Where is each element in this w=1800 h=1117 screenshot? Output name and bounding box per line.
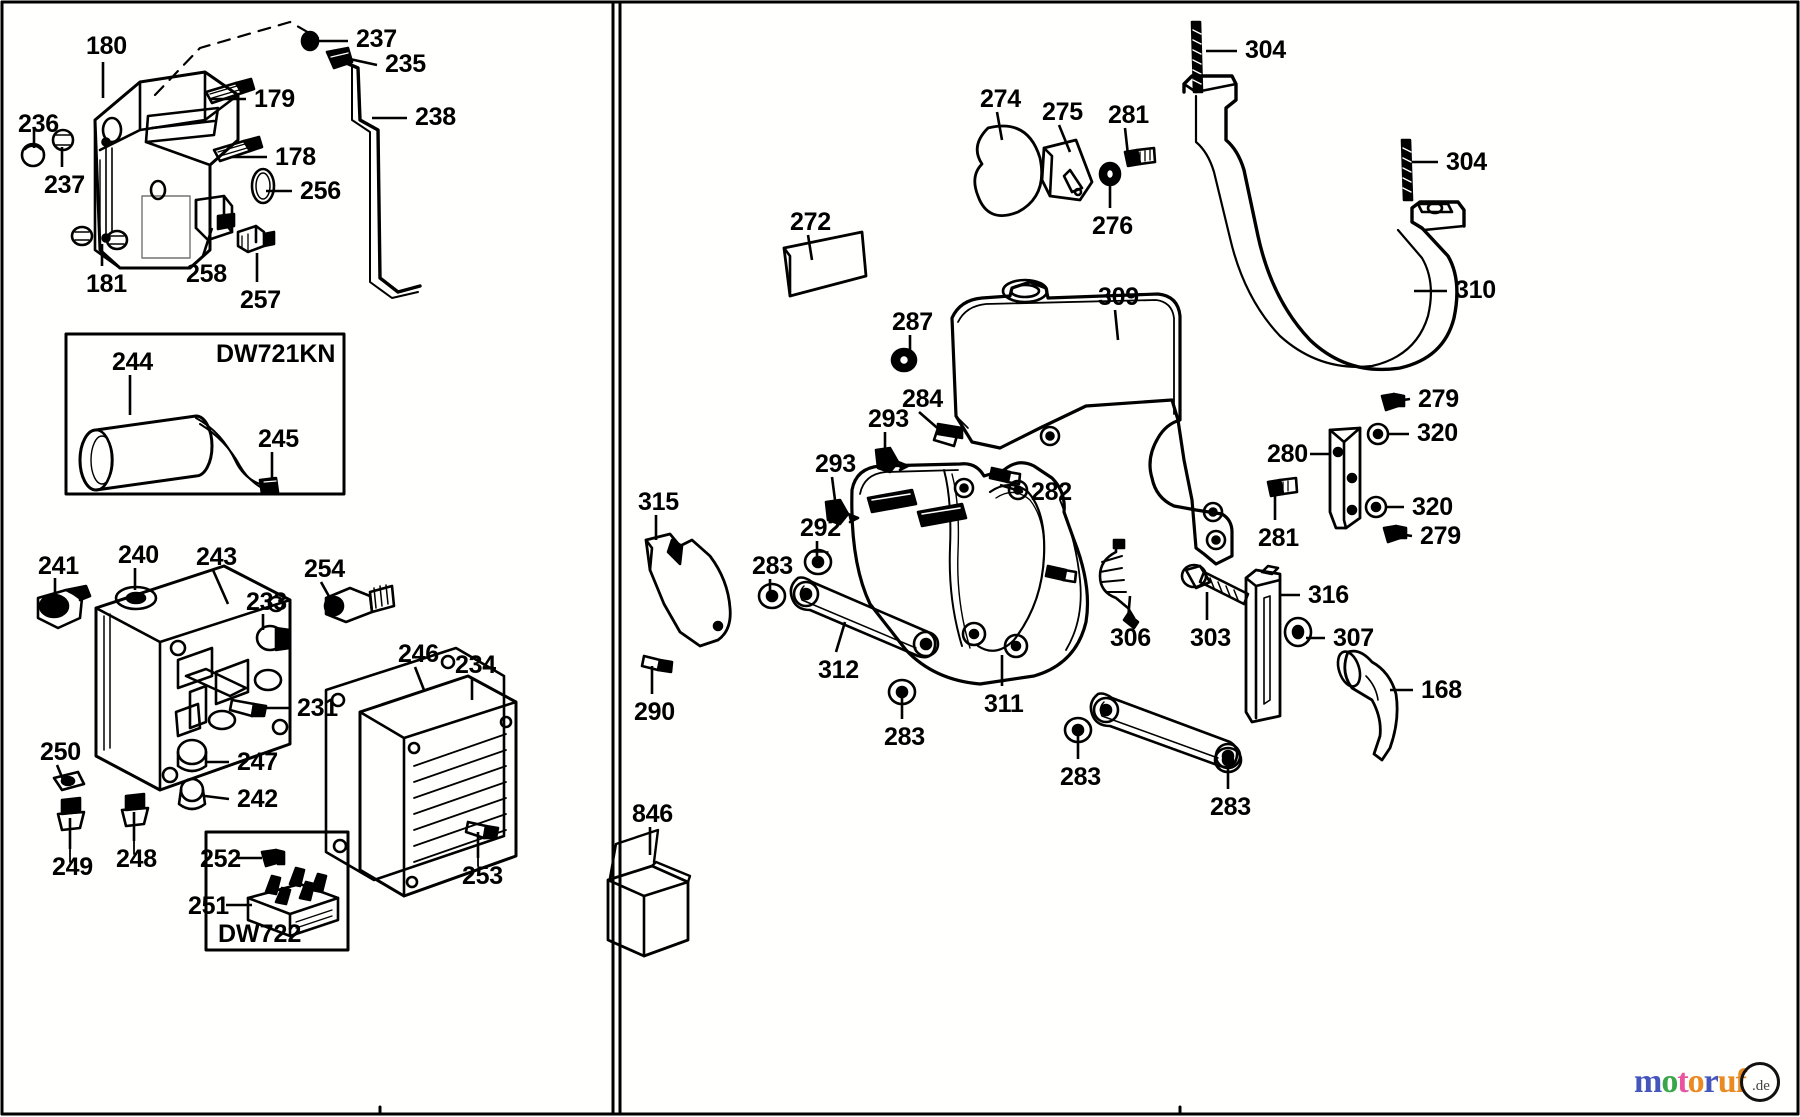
inset-title-dw722: DW722 <box>218 920 302 948</box>
callout-leader-279 <box>1389 397 1411 404</box>
part-number-304: 304 <box>1245 36 1286 64</box>
part-number-181: 181 <box>86 270 127 298</box>
part-number-246: 246 <box>398 640 439 668</box>
part-number-292: 292 <box>800 514 841 542</box>
part-number-247: 247 <box>237 748 278 776</box>
callout-leader-306 <box>1126 595 1132 621</box>
callout-leader-258 <box>201 227 214 257</box>
part-number-283: 283 <box>752 552 793 580</box>
callout-leader-254 <box>319 581 333 601</box>
callout-leader-243 <box>211 569 230 605</box>
part-number-320: 320 <box>1412 493 1453 521</box>
part-number-178: 178 <box>275 143 316 171</box>
callout-leader-312 <box>834 621 847 653</box>
watermark-letter-o-1: o <box>1661 1063 1678 1100</box>
watermark-letter-m-0: m <box>1634 1063 1662 1100</box>
part-number-293: 293 <box>815 450 856 478</box>
part-number-281: 281 <box>1108 101 1149 129</box>
callout-leader-293 <box>830 476 837 501</box>
part-number-287: 287 <box>892 308 933 336</box>
part-number-311: 311 <box>984 690 1024 718</box>
watermark-letter-r-4: r <box>1703 1063 1719 1100</box>
callout-leader-272 <box>806 234 814 261</box>
callout-leader-242 <box>204 794 230 801</box>
part-number-242: 242 <box>237 785 278 813</box>
part-number-274: 274 <box>980 85 1021 113</box>
inset-title-dw721kn: DW721KN <box>216 340 336 368</box>
part-number-281: 281 <box>1258 524 1299 552</box>
part-number-249: 249 <box>52 853 93 881</box>
part-number-283: 283 <box>1060 763 1101 791</box>
watermark-letter-u-5: u <box>1717 1063 1737 1100</box>
part-number-237: 237 <box>356 25 397 53</box>
part-number-240: 240 <box>118 541 159 569</box>
part-number-279: 279 <box>1418 385 1459 413</box>
callout-leader-235 <box>344 56 378 67</box>
part-number-303: 303 <box>1190 624 1231 652</box>
part-number-306: 306 <box>1110 624 1151 652</box>
part-number-251: 251 <box>188 892 229 920</box>
part-number-275: 275 <box>1042 98 1083 126</box>
part-number-846: 846 <box>632 800 673 828</box>
part-number-231: 231 <box>297 694 338 722</box>
part-number-310: 310 <box>1455 276 1496 304</box>
part-number-258: 258 <box>186 260 227 288</box>
callout-leader-250 <box>55 764 66 783</box>
part-number-243: 243 <box>196 543 237 571</box>
part-number-252: 252 <box>200 845 241 873</box>
callout-leader-246 <box>413 666 426 691</box>
part-number-315: 315 <box>638 488 679 516</box>
callout-leader-279 <box>1391 531 1413 538</box>
part-number-283: 283 <box>884 723 925 751</box>
callout-leader-309 <box>1113 309 1120 341</box>
part-number-304: 304 <box>1446 148 1487 176</box>
part-number-238: 238 <box>415 103 456 131</box>
part-number-179: 179 <box>254 85 295 113</box>
part-number-254: 254 <box>304 555 345 583</box>
callout-leader-275 <box>1057 124 1072 153</box>
part-number-312: 312 <box>818 656 859 684</box>
part-number-279: 279 <box>1420 522 1461 550</box>
part-number-245: 245 <box>258 425 299 453</box>
part-number-253: 253 <box>462 862 503 890</box>
part-number-235: 235 <box>385 50 426 78</box>
watermark-domain-suffix: .de <box>1752 1078 1770 1094</box>
watermark-circle-icon <box>1740 1062 1780 1102</box>
part-number-284: 284 <box>902 385 943 413</box>
part-number-276: 276 <box>1092 212 1133 240</box>
part-number-168: 168 <box>1421 676 1462 704</box>
part-number-257: 257 <box>240 286 281 314</box>
part-number-316: 316 <box>1308 581 1349 609</box>
part-number-180: 180 <box>86 32 127 60</box>
part-number-290: 290 <box>634 698 675 726</box>
motoruf-watermark: motoruf <box>1634 1063 1747 1101</box>
part-number-272: 272 <box>790 208 831 236</box>
part-number-280: 280 <box>1267 440 1308 468</box>
part-number-307: 307 <box>1333 624 1374 652</box>
part-number-256: 256 <box>300 177 341 205</box>
part-number-250: 250 <box>40 738 81 766</box>
part-number-248: 248 <box>116 845 157 873</box>
part-number-282: 282 <box>1031 478 1072 506</box>
part-number-320: 320 <box>1417 419 1458 447</box>
part-number-293: 293 <box>868 405 909 433</box>
part-number-309: 309 <box>1098 283 1139 311</box>
part-number-283: 283 <box>1210 793 1251 821</box>
watermark-letter-o-3: o <box>1687 1063 1705 1100</box>
part-number-241: 241 <box>38 552 79 580</box>
callout-leader-274 <box>995 111 1004 141</box>
watermark-letter-t-2: t <box>1677 1063 1688 1100</box>
callout-leader-281 <box>1123 127 1130 156</box>
callout-leader-284 <box>918 411 943 433</box>
part-number-233: 233 <box>246 588 287 616</box>
part-number-237: 237 <box>44 171 85 199</box>
part-number-244: 244 <box>112 348 153 376</box>
part-number-234: 234 <box>455 651 496 679</box>
part-number-236: 236 <box>18 110 59 138</box>
callout-leader-282 <box>999 483 1024 494</box>
